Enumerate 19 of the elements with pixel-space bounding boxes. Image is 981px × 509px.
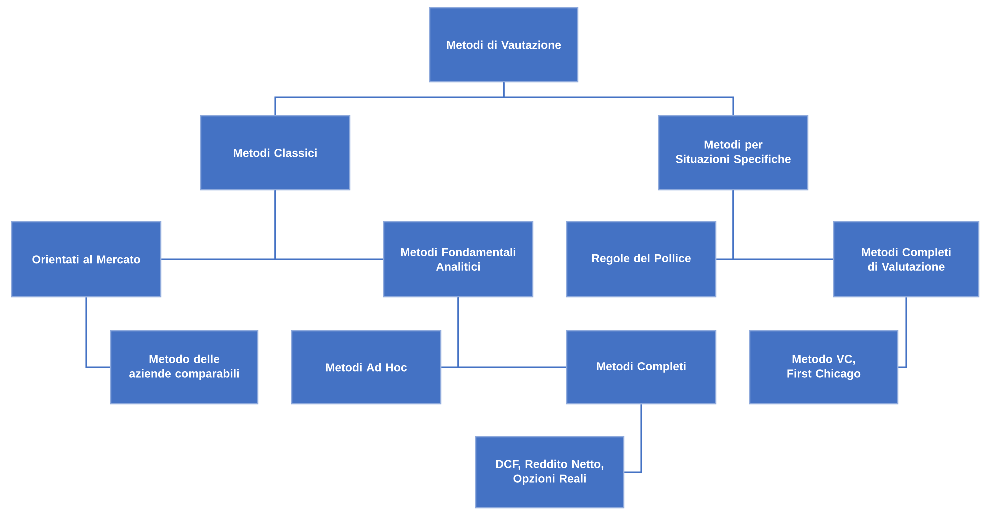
connector-line (274, 190, 384, 260)
process-box: Metodi Ad Hoc (291, 330, 442, 405)
process-box: Regole del Pollice (566, 221, 717, 298)
process-box: DCF, Reddito Netto, Opzioni Reali (475, 436, 625, 509)
process-box: Metodo VC, First Chicago (749, 330, 899, 405)
connector-line (86, 298, 110, 368)
connector-line (503, 82, 734, 116)
connector-line (732, 190, 834, 260)
connector-line (458, 298, 566, 368)
process-box: Metodo delle aziende comparabili (110, 330, 259, 405)
process-box: Orientati al Mercato (11, 221, 162, 298)
process-box: Metodi per Situazioni Specifiche (658, 115, 809, 191)
process-box: Metodi Classici (200, 115, 351, 191)
process-box: Metodi di Vautazione (429, 7, 579, 83)
process-box: Metodi Completi di Valutazione (833, 221, 980, 298)
connector-line (624, 404, 642, 474)
process-box: Metodi Completi (566, 330, 717, 405)
process-box: Metodi Fondamentali Analitici (383, 221, 534, 298)
connector-line (898, 298, 908, 368)
